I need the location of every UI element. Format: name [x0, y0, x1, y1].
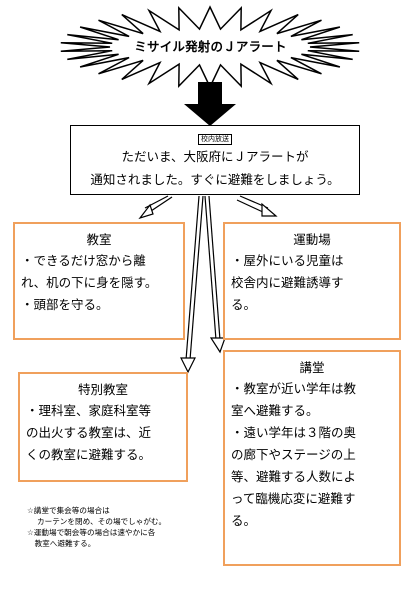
field-line: 校舎内に避難誘導す	[231, 275, 344, 290]
special-classroom-title: 特別教室	[77, 382, 128, 397]
special-classroom-line: の出火する教室は、近	[26, 425, 152, 440]
hall-title: 講堂	[299, 360, 325, 375]
arrow-to-special	[185, 195, 200, 361]
burst-title: ミサイル発射のＪアラート	[134, 39, 287, 54]
footnote-line: ☆運動場で朝会等の場合は速やかに各	[27, 528, 156, 537]
classroom-line: ・できるだけ窓から離	[21, 253, 146, 268]
footnote-line: ☆講堂で集会等の場合は	[27, 506, 110, 515]
special-classroom-line: くの教室に避難する。	[26, 447, 152, 462]
field-title: 運動場	[293, 232, 331, 247]
hall-line: の廊下やステージの上	[231, 447, 356, 462]
announcement-line-1: ただいま、大阪府にＪアラートが	[121, 149, 309, 164]
hall-line: る。	[231, 513, 257, 528]
branch-arrows	[138, 195, 278, 374]
special-classroom-box: 特別教室 ・理科室、家庭科室等 の出火する教室は、近 くの教室に避難する。	[18, 372, 188, 482]
announcement-tag: 校内放送	[198, 134, 232, 145]
field-line: ・屋外にいる児童は	[231, 253, 344, 268]
down-arrow	[184, 82, 236, 126]
classroom-line: ・頭部を守る。	[21, 297, 109, 312]
classroom-box: 教室 ・できるだけ窓から離 れ、机の下に身を隠す。 ・頭部を守る。	[13, 222, 185, 340]
hall-line: って臨機応変に避難す	[231, 491, 356, 506]
announcement-box: 校内放送 ただいま、大阪府にＪアラートが 通知されました。すぐに避難をしましょう…	[70, 125, 360, 195]
footnote-line: カーテンを閉め、その場でしゃがむ。	[27, 517, 167, 526]
classroom-title: 教室	[86, 232, 112, 247]
hall-line: 室へ避難する。	[231, 403, 319, 418]
special-classroom-line: ・理科室、家庭科室等	[26, 403, 152, 418]
hall-line: ・教室が近い学年は教	[231, 381, 357, 396]
classroom-line: れ、机の下に身を隠す。	[21, 275, 158, 290]
field-line: る。	[231, 297, 257, 312]
footnote-line: 教室へ避難する。	[27, 539, 96, 548]
hall-line: ・遠い学年は３階の奥	[231, 425, 357, 440]
field-box: 運動場 ・屋外にいる児童は 校舎内に避難誘導す る。	[223, 222, 401, 340]
footnotes: ☆講堂で集会等の場合は カーテンを閉め、その場でしゃがむ。 ☆運動場で朝会等の場…	[27, 505, 227, 549]
hall-box: 講堂 ・教室が近い学年は教 室へ避難する。 ・遠い学年は３階の奥 の廊下やステー…	[223, 350, 401, 566]
arrow-to-hall	[204, 195, 217, 341]
hall-line: 等、避難する人数によ	[231, 469, 357, 484]
announcement-line-2: 通知されました。すぐに避難をしましょう。	[90, 172, 340, 187]
